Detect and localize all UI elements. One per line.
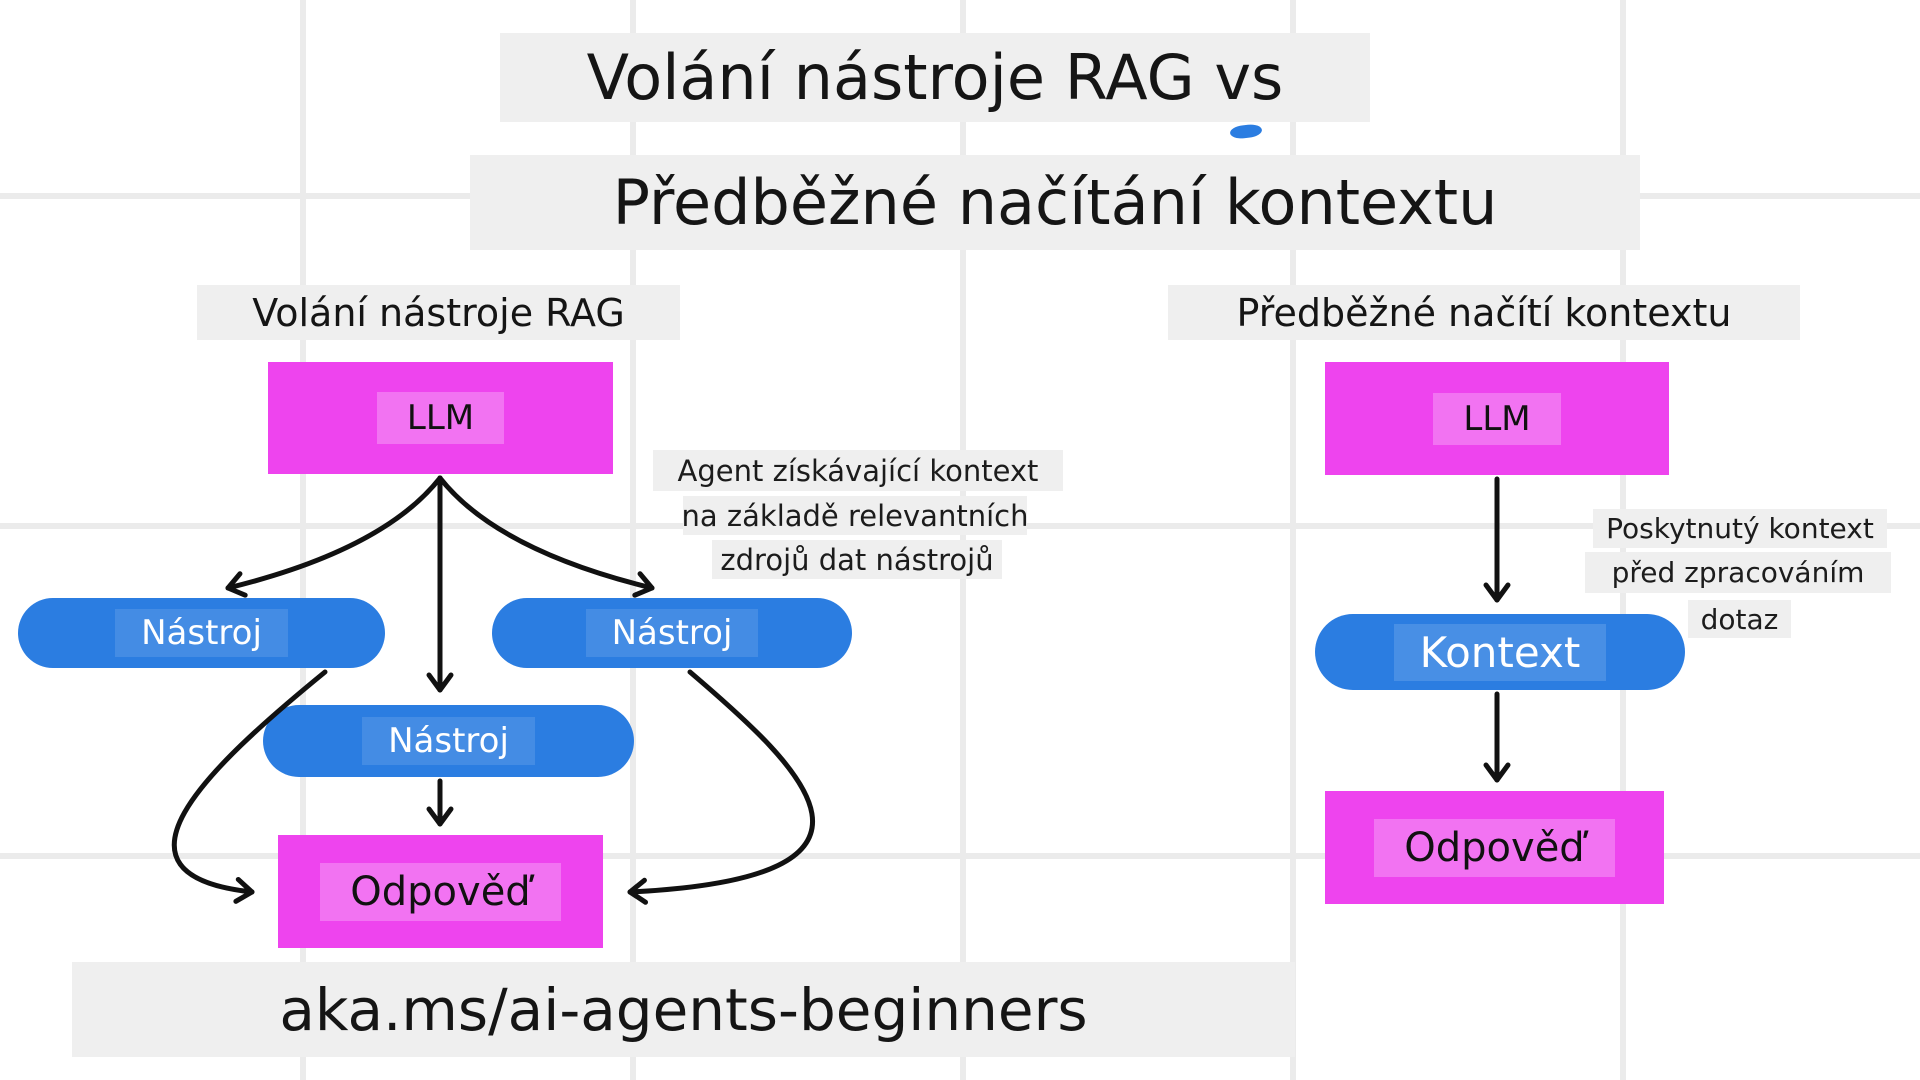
right-column-heading-text: Předběžné načítí kontextu [1236, 290, 1732, 335]
right-llm-node: LLM [1325, 362, 1669, 475]
left-annotation-line1-text: Agent získávající kontext [677, 453, 1039, 488]
left-annotation-line2-text: na základě relevantních [681, 498, 1029, 533]
right-annotation-line2: před zpracováním [1585, 552, 1891, 593]
left-tool-node-2: Nástroj [492, 598, 852, 668]
right-annotation-line1: Poskytnutý kontext [1593, 509, 1887, 548]
right-llm-label: LLM [1433, 392, 1561, 445]
left-column-heading: Volání nástroje RAG [197, 285, 680, 340]
main-title-line2-text: Předběžné načítání kontextu [612, 166, 1498, 239]
left-answer-label: Odpověď [320, 862, 561, 921]
footer-link-band: aka.ms/ai-agents-beginners [72, 962, 1295, 1057]
left-tool-3-label: Nástroj [362, 717, 535, 765]
left-llm-label: LLM [376, 392, 505, 444]
arrow-llm-to-tool1 [225, 475, 443, 598]
left-llm-node: LLM [268, 362, 613, 474]
left-answer-node: Odpověď [278, 835, 603, 948]
main-title-line1-text: Volání nástroje RAG vs [586, 41, 1284, 114]
right-context-node: Kontext [1315, 614, 1685, 690]
left-column-heading-text: Volání nástroje RAG [252, 290, 625, 335]
right-answer-node: Odpověď [1325, 791, 1664, 904]
right-context-label: Kontext [1393, 623, 1607, 681]
right-annotation-line3: dotaz [1688, 600, 1791, 638]
right-answer-label: Odpověď [1374, 818, 1615, 877]
main-title-line2: Předběžné načítání kontextu [470, 155, 1640, 250]
left-annotation-line1: Agent získávající kontext [653, 450, 1063, 491]
main-title-line1: Volání nástroje RAG vs [500, 33, 1370, 122]
arrow-llm-to-tool2 [437, 475, 655, 598]
left-annotation-line3: zdrojů dat nástrojů [712, 540, 1002, 579]
right-annotation-line2-text: před zpracováním [1611, 556, 1865, 589]
right-annotation-line3-text: dotaz [1700, 602, 1779, 636]
left-annotation-line2: na základě relevantních [681, 496, 1029, 535]
left-tool-1-label: Nástroj [115, 609, 288, 657]
right-annotation-line1-text: Poskytnutý kontext [1606, 512, 1874, 545]
right-column-heading: Předběžné načítí kontextu [1168, 285, 1800, 340]
title-underline-mark [1229, 123, 1263, 140]
arrow-tool2-to-answer [627, 669, 815, 905]
left-tool-node-3: Nástroj [263, 705, 634, 777]
left-tool-2-label: Nástroj [585, 609, 759, 657]
left-tool-node-1: Nástroj [18, 598, 385, 668]
left-annotation-line3-text: zdrojů dat nástrojů [720, 542, 994, 577]
footer-link-text: aka.ms/ai-agents-beginners [279, 975, 1088, 1044]
